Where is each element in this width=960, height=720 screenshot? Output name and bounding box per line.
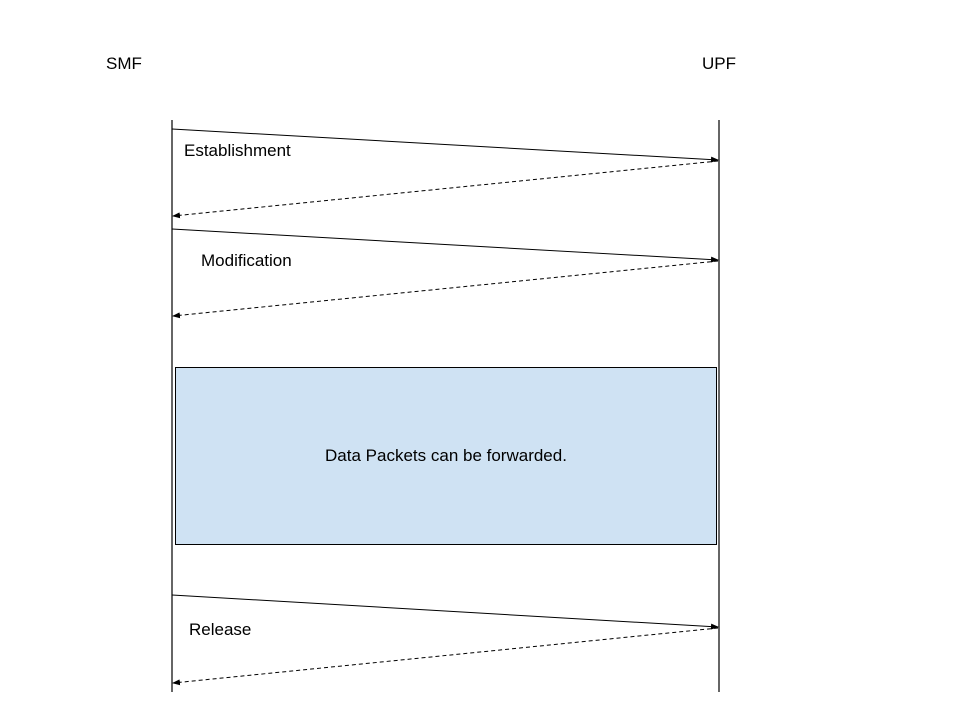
- modification-label: Modification: [201, 251, 292, 270]
- release-request-arrow: [171, 594, 719, 630]
- smf-label: SMF: [106, 54, 142, 73]
- release-label: Release: [189, 620, 252, 639]
- establishment-response-arrow: [172, 160, 719, 219]
- establishment-label: Establishment: [184, 141, 291, 160]
- data-forwarding-text: Data Packets can be forwarded.: [325, 446, 567, 465]
- release-response-arrow: [172, 627, 719, 686]
- establishment-request-arrow: [171, 128, 719, 163]
- modification-response-arrow: [172, 260, 719, 319]
- data-forwarding-box: Data Packets can be forwarded.: [175, 367, 717, 545]
- upf-label: UPF: [702, 54, 736, 73]
- modification-request-arrow: [171, 228, 719, 263]
